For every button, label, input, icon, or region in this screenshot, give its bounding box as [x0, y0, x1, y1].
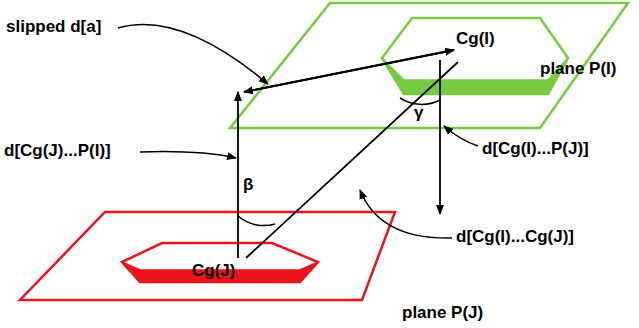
- callout-label: d[Cg(I)...P(J)]: [482, 140, 589, 159]
- callout-label: d[Cg(J)...P(I)]: [4, 142, 111, 161]
- angle-label: β: [243, 176, 253, 195]
- callout-label: d[Cg(I)...Cg(J)]: [456, 228, 574, 247]
- centroid-label: Cg(I): [456, 30, 495, 49]
- plane-label: plane P(J): [402, 304, 483, 323]
- plane-label: plane P(I): [540, 60, 617, 79]
- angle-label: γ: [414, 104, 423, 123]
- centroid-label: Cg(J): [192, 262, 235, 281]
- callout-label: slipped d[a]: [6, 18, 101, 37]
